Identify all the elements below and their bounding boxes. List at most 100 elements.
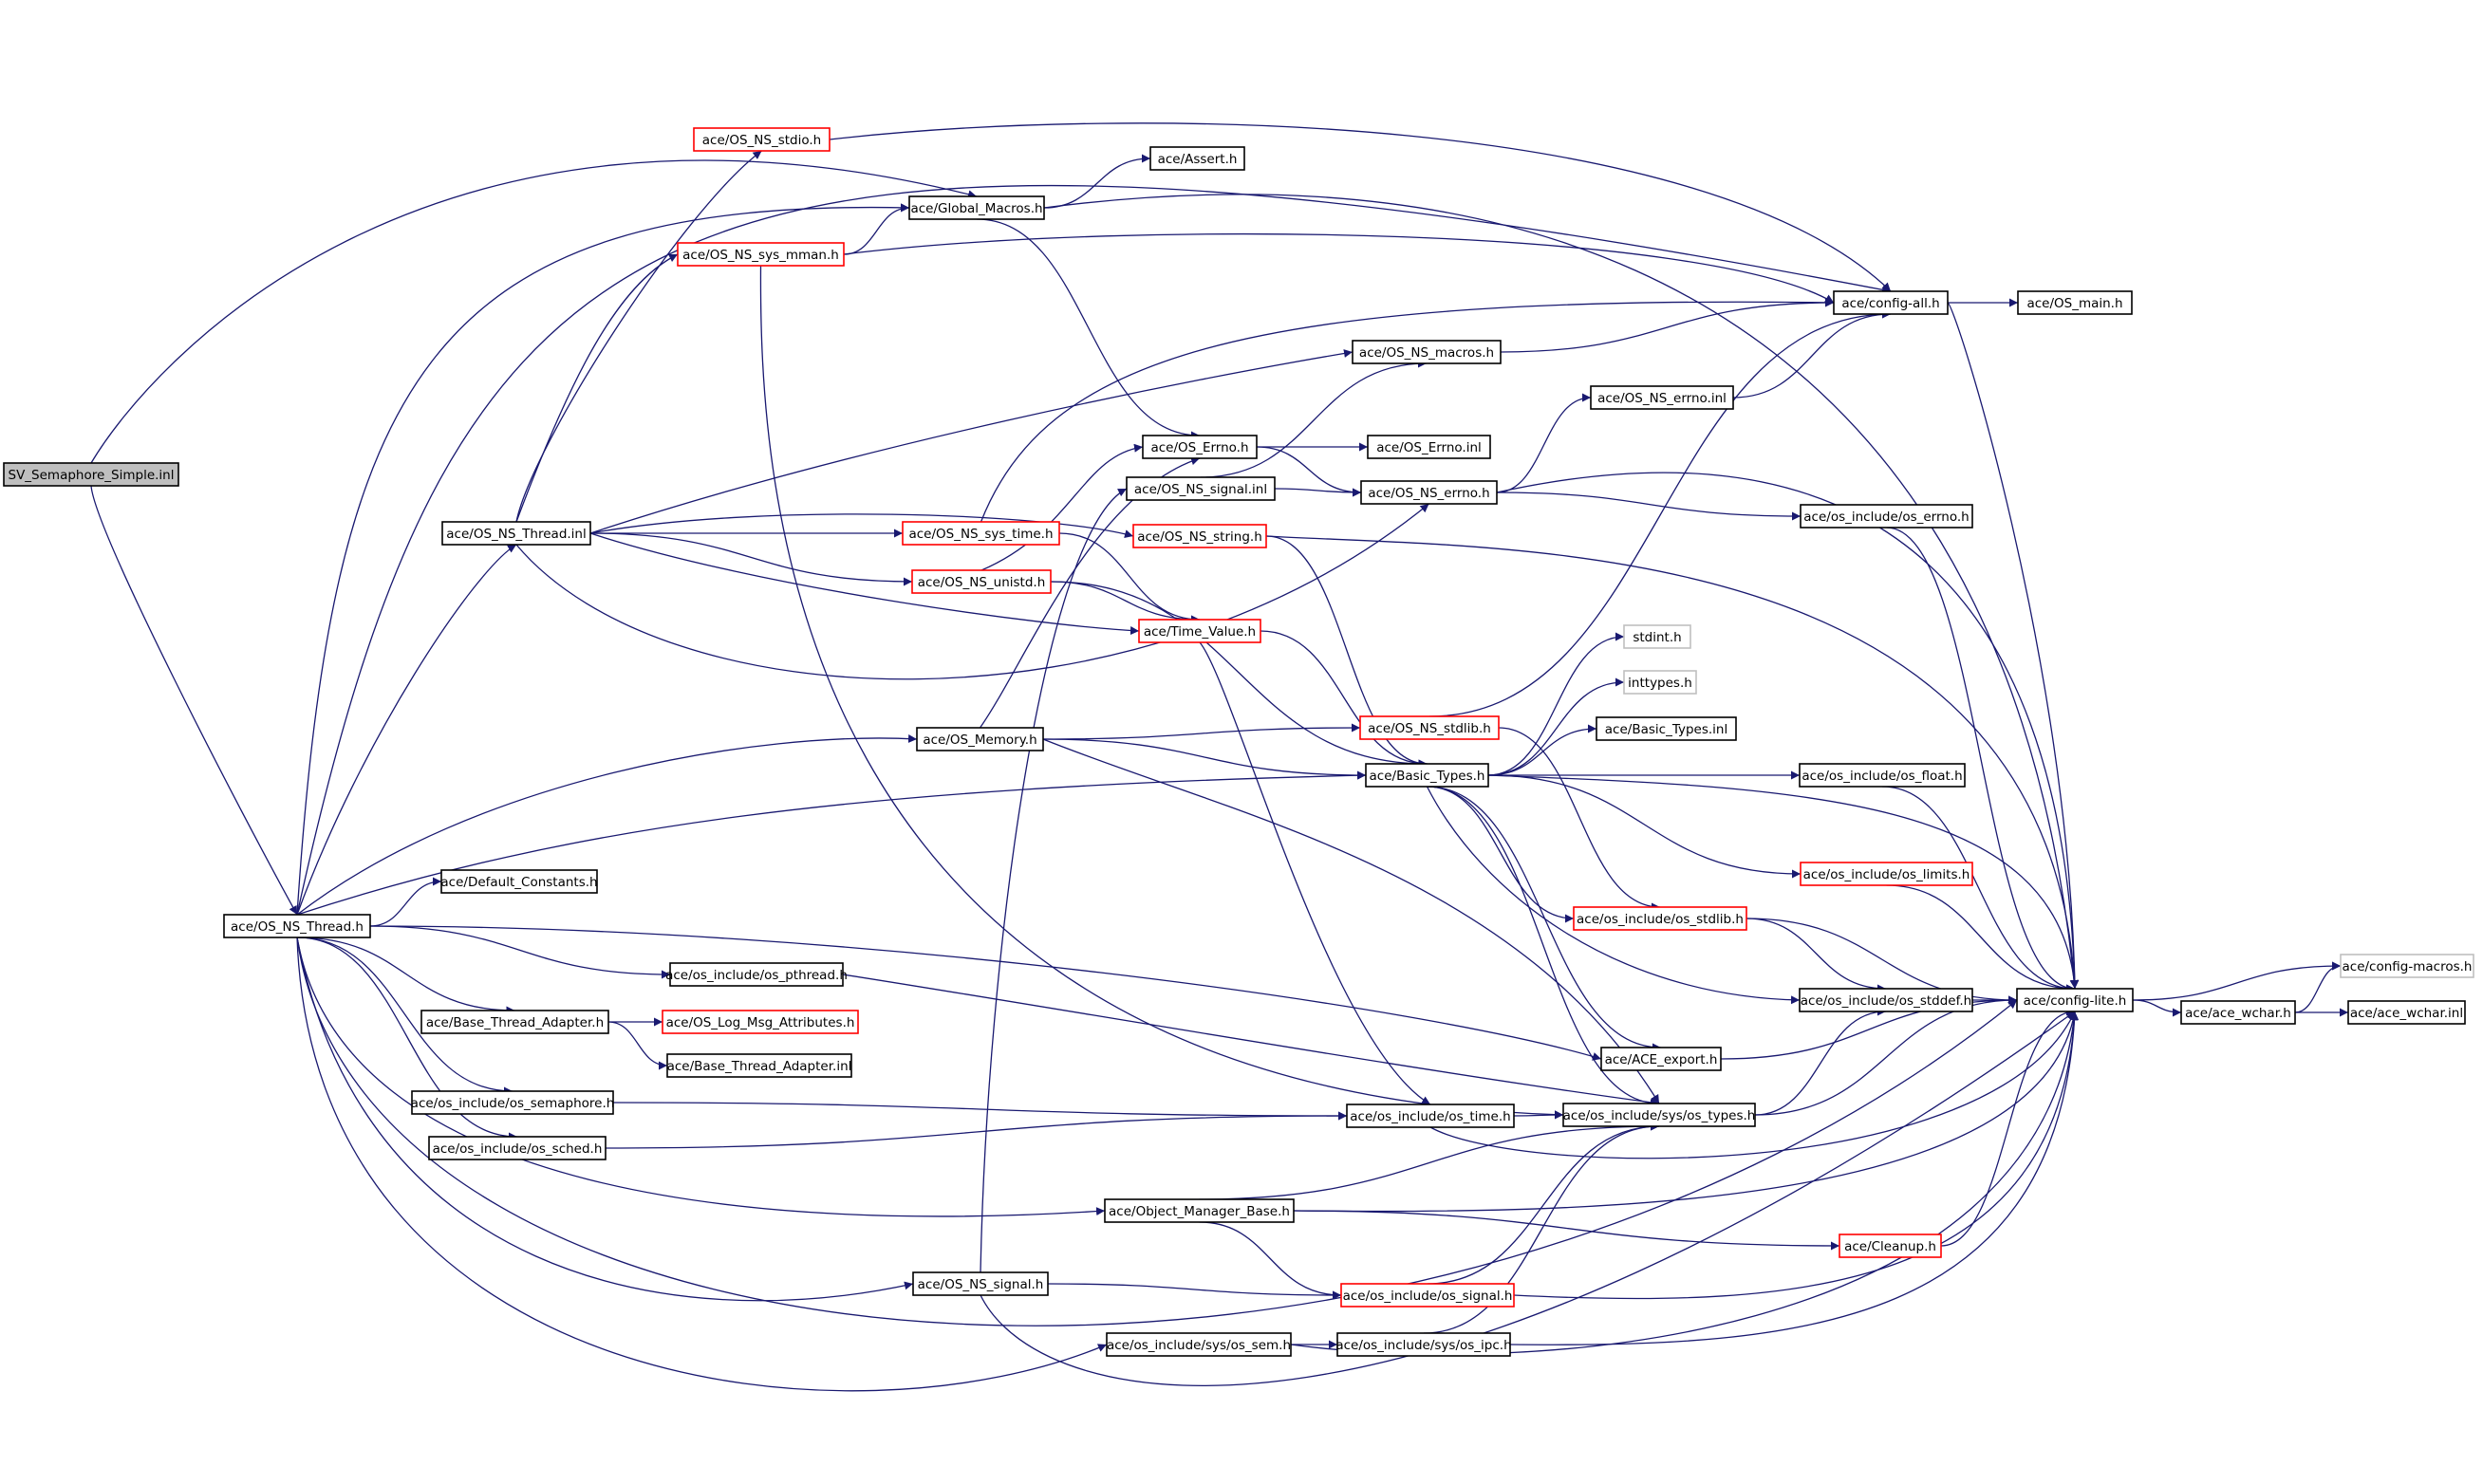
node-stdint[interactable]: stdint.h	[1623, 624, 1691, 649]
node-os-ns-thread-inl[interactable]: ace/OS_NS_Thread.inl	[441, 521, 591, 546]
node-label: ace/Base_Thread_Adapter.inl	[667, 1059, 852, 1074]
node-box	[666, 1053, 852, 1078]
edge-os_ns_unistd-to-basic_types_h	[1050, 581, 1428, 769]
node-label: ace/Global_Macros.h	[910, 201, 1042, 216]
node-base-thread-adapter-inl[interactable]: ace/Base_Thread_Adapter.inl	[666, 1053, 852, 1078]
node-base-thread-adapter-h[interactable]: ace/Base_Thread_Adapter.h	[420, 1010, 609, 1034]
node-label: ace/os_include/os_pthread.h	[665, 968, 848, 983]
node-os-sched[interactable]: ace/os_include/os_sched.h	[428, 1136, 607, 1160]
edge-os_time_inc-to-config_lite	[1429, 1011, 2076, 1159]
edge-os_ns_thread_h-to-os_memory	[296, 734, 918, 916]
node-label: ace/OS_Memory.h	[923, 733, 1036, 748]
edge-basic_types_h-to-basic_types_inl	[1487, 724, 1597, 776]
node-label: ace/os_include/os_limits.h	[1803, 867, 1970, 882]
node-label: ace/ace_wchar.h	[2185, 1006, 2291, 1021]
node-label: ace/OS_NS_sys_time.h	[908, 527, 1053, 542]
edge-basic_types_h-to-os_stddef	[1426, 786, 1801, 1005]
node-box	[677, 242, 845, 267]
edge-os_ns_errno_h-to-os_ns_errno_inl	[1496, 393, 1592, 493]
edge-os_semaphore-to-os_time_inc	[612, 1102, 1348, 1121]
edge-sv-to-global_macros	[90, 159, 978, 464]
node-os-ns-errno-inl[interactable]: ace/OS_NS_errno.inl	[1590, 385, 1734, 410]
node-label: ace/OS_Log_Msg_Attributes.h	[666, 1015, 855, 1030]
node-label: ace/os_include/os_time.h	[1350, 1109, 1510, 1124]
edge-os_memory-to-sys_os_types	[1042, 738, 1660, 1104]
node-box	[1562, 1103, 1756, 1127]
node-config-lite[interactable]: ace/config-lite.h	[2016, 988, 2134, 1012]
node-ace-export[interactable]: ace/ACE_export.h	[1600, 1047, 1722, 1071]
node-os-ns-string[interactable]: ace/OS_NS_string.h	[1132, 524, 1267, 548]
node-os-log-msg-attr[interactable]: ace/OS_Log_Msg_Attributes.h	[662, 1010, 859, 1034]
node-os-stddef[interactable]: ace/os_include/os_stddef.h	[1799, 988, 1973, 1012]
node-basic-types-inl[interactable]: ace/Basic_Types.inl	[1596, 716, 1737, 741]
node-os-ns-stdio[interactable]: ace/OS_NS_stdio.h	[693, 127, 831, 152]
node-os-float[interactable]: ace/os_include/os_float.h	[1799, 763, 1966, 788]
node-box	[1142, 435, 1258, 459]
node-os-ns-macros[interactable]: ace/OS_NS_macros.h	[1352, 340, 1502, 364]
edge-os_ns_thread_inl-to-os_ns_stdio	[515, 150, 762, 523]
node-box	[2180, 1000, 2296, 1025]
edge-os_ns_thread_h-to-ace_export	[369, 925, 1602, 1061]
node-global-macros[interactable]: ace/Global_Macros.h	[908, 195, 1045, 220]
node-os-ns-signal-h[interactable]: ace/OS_NS_signal.h	[912, 1271, 1049, 1296]
edge-os_ns_signal_inl-to-os_ns_macros	[1200, 359, 1428, 478]
node-box	[669, 962, 844, 987]
node-assert-h[interactable]: ace/Assert.h	[1149, 146, 1245, 171]
node-os-ns-errno-h[interactable]: ace/OS_NS_errno.h	[1360, 480, 1498, 505]
edge-basic_types_h-to-inttypes	[1487, 677, 1625, 776]
edge-os_signal_inc-to-sys_os_types	[1427, 1122, 1660, 1285]
node-box	[1336, 1332, 1511, 1357]
node-cleanup[interactable]: ace/Cleanup.h	[1839, 1234, 1942, 1258]
node-os-semaphore[interactable]: ace/os_include/os_semaphore.h	[411, 1090, 615, 1115]
node-os-main[interactable]: ace/OS_main.h	[2017, 290, 2133, 315]
node-ace-wchar-inl[interactable]: ace/ace_wchar.inl	[2347, 1000, 2466, 1025]
node-label: ace/OS_NS_unistd.h	[918, 575, 1046, 590]
node-os-ns-signal-inl[interactable]: ace/OS_NS_signal.inl	[1126, 476, 1276, 501]
node-label: ace/OS_NS_Thread.h	[231, 919, 364, 935]
node-inttypes[interactable]: inttypes.h	[1623, 670, 1697, 695]
node-os-signal-inc[interactable]: ace/os_include/os_signal.h	[1340, 1283, 1515, 1308]
node-os-memory[interactable]: ace/OS_Memory.h	[916, 727, 1044, 751]
node-os-include-os-errno[interactable]: ace/os_include/os_errno.h	[1800, 504, 1973, 529]
edge-os_ns_thread_h-to-default_constants	[369, 877, 442, 927]
node-box	[908, 195, 1045, 220]
node-config-all[interactable]: ace/config-all.h	[1833, 290, 1949, 315]
node-label: ace/OS_NS_stdlib.h	[1368, 721, 1491, 736]
node-label: ace/OS_Errno.inl	[1376, 440, 1482, 455]
node-sys-os-types[interactable]: ace/os_include/sys/os_types.h	[1562, 1103, 1756, 1127]
node-time-value[interactable]: ace/Time_Value.h	[1138, 619, 1261, 643]
node-ace-wchar-h[interactable]: ace/ace_wchar.h	[2180, 1000, 2296, 1025]
node-os-pthread[interactable]: ace/os_include/os_pthread.h	[665, 962, 848, 987]
node-default-constants[interactable]: ace/Default_Constants.h	[440, 869, 598, 894]
node-box	[1833, 290, 1949, 315]
edge-sys_os_ipc-to-sys_os_types	[1423, 1122, 1660, 1334]
node-object-manager-base[interactable]: ace/Object_Manager_Base.h	[1104, 1198, 1295, 1223]
node-basic-types-h[interactable]: ace/Basic_Types.h	[1365, 763, 1489, 788]
node-label: ace/OS_NS_string.h	[1137, 529, 1262, 545]
node-sys-os-ipc[interactable]: ace/os_include/sys/os_ipc.h	[1335, 1332, 1512, 1357]
node-os-errno-h[interactable]: ace/OS_Errno.h	[1142, 435, 1258, 459]
node-sys-os-sem[interactable]: ace/os_include/sys/os_sem.h	[1106, 1332, 1292, 1357]
node-os-limits[interactable]: ace/os_include/os_limits.h	[1800, 862, 1973, 886]
edge-os_ns_thread_h-to-os_semaphore	[296, 937, 513, 1096]
node-os-ns-sys-time[interactable]: ace/OS_NS_sys_time.h	[902, 521, 1060, 546]
node-os-ns-stdlib[interactable]: ace/OS_NS_stdlib.h	[1359, 715, 1500, 740]
node-box	[693, 127, 831, 152]
node-config-macros[interactable]: ace/config-macros.h	[2340, 954, 2474, 978]
edge-os_ns_thread_inl-to-os_ns_macros	[589, 349, 1354, 534]
edge-os_ns_thread_h-to-global_macros	[296, 203, 910, 916]
node-os-stdlib-inc[interactable]: ace/os_include/os_stdlib.h	[1573, 906, 1747, 931]
node-box	[1623, 670, 1697, 695]
node-os-errno-inl[interactable]: ace/OS_Errno.inl	[1367, 435, 1491, 459]
node-box	[1596, 716, 1737, 741]
edge-os_ns_unistd-to-os_errno_h	[980, 443, 1144, 571]
node-os-time-inc[interactable]: ace/os_include/os_time.h	[1346, 1104, 1515, 1128]
node-box	[1138, 619, 1261, 643]
node-os-ns-thread-h[interactable]: ace/OS_NS_Thread.h	[223, 914, 371, 938]
node-box	[1132, 524, 1267, 548]
node-os-ns-sys-mman[interactable]: ace/OS_NS_sys_mman.h	[677, 242, 845, 267]
node-label: ace/os_include/os_errno.h	[1803, 510, 1969, 525]
node-box	[441, 521, 591, 546]
node-os-ns-unistd[interactable]: ace/OS_NS_unistd.h	[911, 569, 1052, 594]
node-label: ace/ACE_export.h	[1605, 1052, 1718, 1067]
